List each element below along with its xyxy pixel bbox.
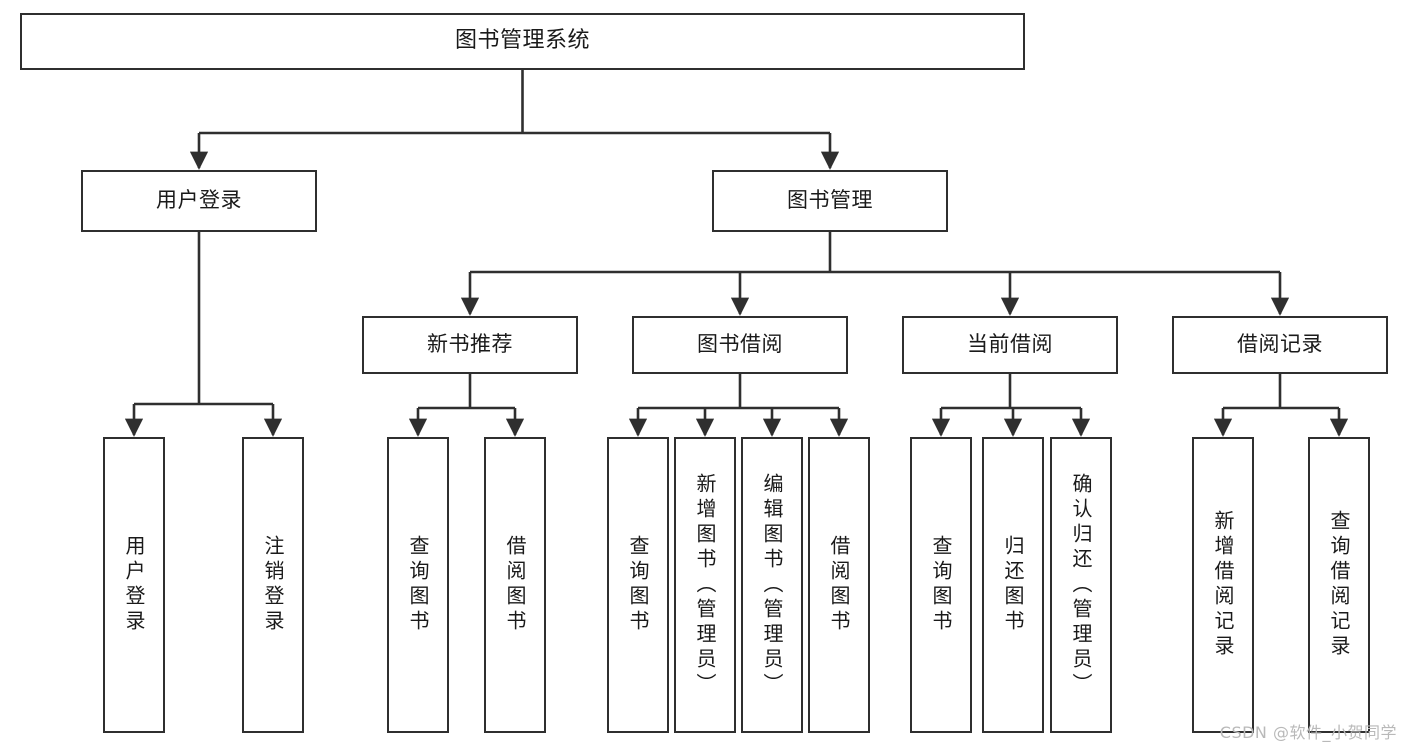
node-label: 图书管理系统 xyxy=(454,28,590,54)
node-leaf-user-login[interactable]: 用户登录 xyxy=(103,437,165,733)
node-borrow-record[interactable]: 借阅记录 xyxy=(1172,316,1388,374)
node-leaf-add-record[interactable]: 新增借阅记录 xyxy=(1192,437,1254,733)
node-label: 图书管理 xyxy=(787,188,873,213)
node-user-login[interactable]: 用户登录 xyxy=(81,170,317,232)
node-leaf-query-book-1[interactable]: 查询图书 xyxy=(387,437,449,733)
node-current-borrow[interactable]: 当前借阅 xyxy=(902,316,1118,374)
node-label: 编辑图书（管理员） xyxy=(760,472,784,698)
node-label: 确认归还（管理员） xyxy=(1069,472,1093,698)
node-book-manage[interactable]: 图书管理 xyxy=(712,170,948,232)
node-label: 用户登录 xyxy=(156,188,242,213)
node-label: 注销登录 xyxy=(261,535,285,635)
node-label: 新增图书（管理员） xyxy=(693,472,717,698)
node-label: 查询图书 xyxy=(626,535,650,635)
node-label: 新增借阅记录 xyxy=(1211,510,1235,660)
node-label: 图书借阅 xyxy=(697,332,783,357)
node-leaf-edit-book[interactable]: 编辑图书（管理员） xyxy=(741,437,803,733)
node-label: 查询图书 xyxy=(406,535,430,635)
node-leaf-confirm-ret[interactable]: 确认归还（管理员） xyxy=(1050,437,1112,733)
node-label: 归还图书 xyxy=(1001,535,1025,635)
node-label: 当前借阅 xyxy=(967,332,1053,357)
node-root[interactable]: 图书管理系统 xyxy=(20,13,1025,70)
node-label: 借阅图书 xyxy=(503,535,527,635)
node-leaf-query-book-3[interactable]: 查询图书 xyxy=(910,437,972,733)
node-leaf-query-record[interactable]: 查询借阅记录 xyxy=(1308,437,1370,733)
node-book-borrow[interactable]: 图书借阅 xyxy=(632,316,848,374)
node-leaf-borrow-book-2[interactable]: 借阅图书 xyxy=(808,437,870,733)
node-leaf-add-book[interactable]: 新增图书（管理员） xyxy=(674,437,736,733)
node-leaf-return-book[interactable]: 归还图书 xyxy=(982,437,1044,733)
node-new-book-rec[interactable]: 新书推荐 xyxy=(362,316,578,374)
watermark: CSDN @软件_小贺同学 xyxy=(1219,723,1397,742)
node-leaf-query-book-2[interactable]: 查询图书 xyxy=(607,437,669,733)
node-label: 借阅记录 xyxy=(1237,332,1323,357)
node-label: 用户登录 xyxy=(122,535,146,635)
node-label: 查询图书 xyxy=(929,535,953,635)
node-label: 新书推荐 xyxy=(427,332,513,357)
node-leaf-user-logout[interactable]: 注销登录 xyxy=(242,437,304,733)
node-label: 查询借阅记录 xyxy=(1327,510,1351,660)
node-leaf-borrow-book-1[interactable]: 借阅图书 xyxy=(484,437,546,733)
node-label: 借阅图书 xyxy=(827,535,851,635)
